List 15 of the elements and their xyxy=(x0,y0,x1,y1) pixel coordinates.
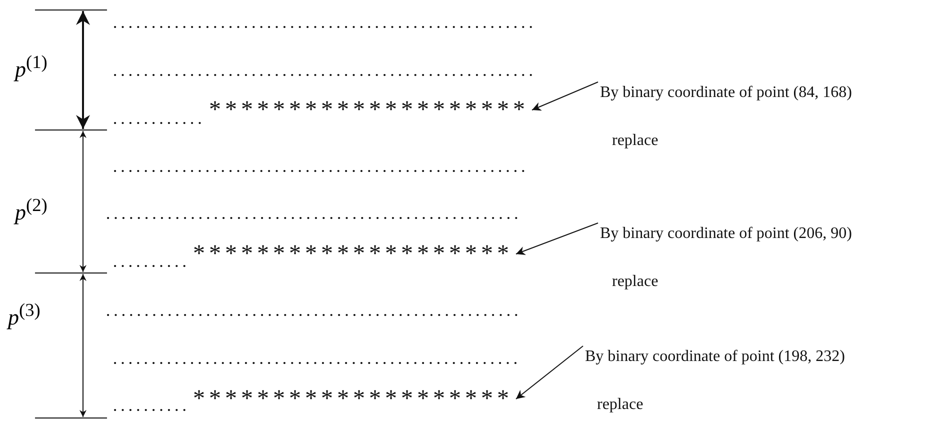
dimension-label: p$^{(2)}$ xyxy=(15,195,48,226)
annotation-text: By binary coordinate of point (84, 168) xyxy=(600,84,852,102)
dimension-label: p$^{(1)}$ xyxy=(15,52,48,82)
annotation-text: By binary coordinate of point (206, 90) xyxy=(600,225,852,243)
arrow xyxy=(532,82,598,111)
dimension-label: p$^{(3)}$ xyxy=(8,300,40,330)
arrow xyxy=(516,222,598,256)
asterisk-row: ******************** xyxy=(209,98,529,122)
replace-text: replace xyxy=(597,396,644,414)
arrow xyxy=(516,346,584,400)
annotation-text: By binary coordinate of point (198, 232) xyxy=(585,348,845,366)
replace-text: replace xyxy=(612,273,658,291)
asterisk-row: ******************** xyxy=(193,242,513,266)
replace-text: replace xyxy=(612,132,658,150)
asterisk-row: ******************** xyxy=(193,387,513,411)
